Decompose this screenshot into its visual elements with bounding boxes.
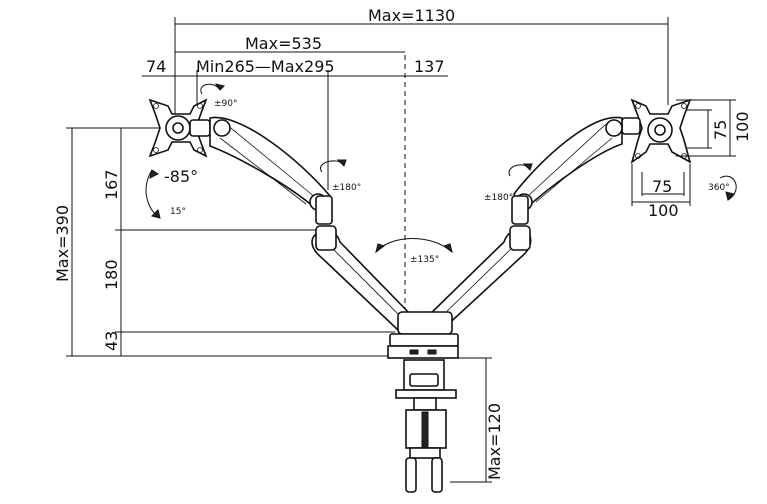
left-dimensions: Max=390 167 180 43 bbox=[53, 127, 395, 357]
clamp-dimension: Max=120 bbox=[450, 357, 504, 483]
vesa-dimensions: 75 100 75 100 bbox=[631, 99, 752, 220]
vesa-v-inner-label: 75 bbox=[652, 177, 672, 196]
total-height-label: Max=390 bbox=[53, 205, 72, 282]
arm-spread-arrow bbox=[375, 238, 453, 253]
upper-height-label: 167 bbox=[102, 169, 121, 200]
tilt-up-label: 15° bbox=[170, 207, 186, 217]
middle-height-label: 180 bbox=[102, 259, 121, 290]
left-lower-arm bbox=[311, 225, 414, 332]
clamp-range-label: Max=120 bbox=[485, 403, 504, 480]
rotate-label: 360° bbox=[708, 183, 730, 193]
top-dimensions: Max=1130 Max=535 74 Min265—Max295 137 bbox=[142, 6, 669, 190]
max-reach-label: Max=1130 bbox=[368, 6, 455, 25]
right-upper-arm bbox=[511, 116, 641, 225]
left-upper-arm bbox=[189, 116, 333, 225]
max-arm-label: Max=535 bbox=[245, 34, 322, 53]
left-offset-label: 74 bbox=[146, 57, 166, 76]
center-post bbox=[387, 311, 459, 359]
arm-range-label: Min265—Max295 bbox=[196, 57, 335, 76]
arm-spread-label: ±135° bbox=[410, 255, 439, 265]
tilt-down-label: -85° bbox=[164, 167, 198, 186]
right-offset-label: 137 bbox=[414, 57, 445, 76]
swivel-left-label: ±180° bbox=[332, 183, 361, 193]
base-height-label: 43 bbox=[102, 331, 121, 351]
left-vesa-plate bbox=[148, 98, 208, 158]
vesa-v-outer-label: 100 bbox=[648, 201, 679, 220]
rotation-indicators: ±90° -85° 15° ±180° ±180° ±135° 360° bbox=[145, 83, 737, 265]
vesa-h-outer-label: 100 bbox=[733, 111, 752, 142]
desk-clamp bbox=[395, 359, 457, 493]
right-vesa-plate bbox=[630, 98, 692, 164]
vesa-h-inner-label: 75 bbox=[711, 120, 730, 140]
swivel-right-label: ±180° bbox=[484, 193, 513, 203]
tilt-rot-label: ±90° bbox=[214, 99, 238, 109]
